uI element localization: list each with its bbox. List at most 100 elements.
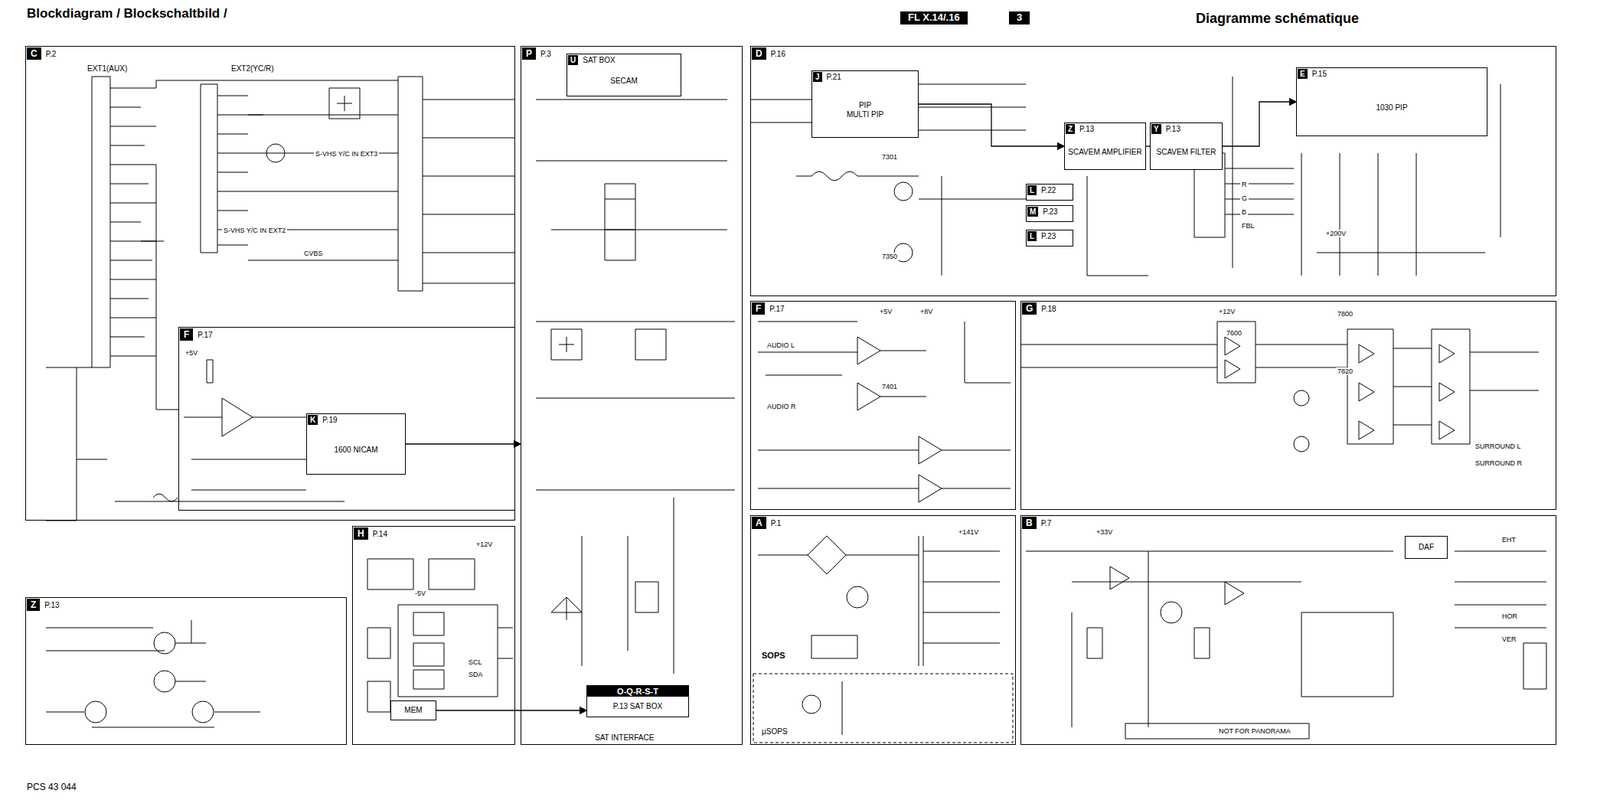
- signal-connector: [405, 443, 521, 445]
- signal-label: G: [1240, 194, 1249, 203]
- page-reference: P.23: [1041, 206, 1059, 217]
- wiring: [45, 76, 1547, 743]
- box-text: MEM: [404, 705, 422, 716]
- signal-label: S-VHS Y/C IN EXT3: [313, 150, 379, 158]
- section-badge: U: [568, 55, 578, 66]
- sheet-heading: Diagramme schématique: [1194, 10, 1361, 27]
- header-row: USAT BOX: [567, 54, 681, 66]
- interface-box: O-Q-R-S-TP.13 SAT BOX: [586, 685, 689, 718]
- box-text: SECAM: [610, 76, 638, 86]
- section-badge: A: [751, 516, 767, 529]
- page-reference: P.2: [44, 48, 59, 59]
- page-reference: P.18: [1039, 303, 1058, 314]
- section-badge: D: [751, 47, 767, 60]
- header-row: HP.14: [352, 526, 515, 541]
- transistor-symbol: [84, 701, 107, 723]
- box-body: DAF: [1415, 536, 1437, 559]
- section-badge: F: [751, 302, 765, 315]
- signal-label: SOPS: [760, 650, 787, 661]
- sops-dashed-outline: [753, 673, 1013, 743]
- module-box: KP.19 1600 NICAM: [306, 413, 406, 475]
- signal-connector: [436, 709, 587, 711]
- page-reference: P.7: [1039, 518, 1054, 529]
- signal-label: FBL: [1240, 222, 1257, 230]
- signal-label: -5V: [413, 589, 428, 598]
- module-box: MP.23: [1025, 205, 1074, 223]
- signal-label: 7820: [1335, 367, 1355, 376]
- box-body: SCAVEM FILTER: [1150, 134, 1222, 170]
- signal-label: AUDIO R: [765, 402, 798, 411]
- signal-label: SCL: [466, 658, 484, 667]
- section-badge: H: [353, 527, 369, 540]
- header-row: MP.23: [1026, 205, 1073, 218]
- transistor-symbol: [846, 586, 869, 608]
- signal-label: SURROUND R: [1473, 459, 1524, 467]
- signal-label: B: [1240, 208, 1248, 216]
- switch-matrix: [45, 76, 515, 521]
- amplifier-wiring: [757, 321, 1011, 503]
- transistor-symbol: [153, 670, 176, 693]
- transistor-symbol: [153, 632, 176, 654]
- transistor-symbol: [1293, 390, 1310, 406]
- section-panel: FP.17KP.19 1600 NICAM: [178, 326, 516, 511]
- page-reference: P.13: [42, 600, 61, 611]
- section-badge: E: [1297, 68, 1308, 79]
- page-reference: SAT BOX: [581, 55, 617, 66]
- signal-label: EXT1(AUX): [85, 64, 129, 74]
- signal-label: +5V: [878, 307, 894, 316]
- header-row: KP.19: [306, 414, 405, 426]
- header-row: EP.15: [1296, 68, 1487, 80]
- module-box: USAT BOX SECAM: [566, 53, 682, 97]
- section-panel: HP.14MEM: [352, 525, 516, 745]
- section-panel: GP.18: [1020, 300, 1557, 510]
- page-reference: P.17: [195, 329, 214, 340]
- deflection-wiring: [1025, 551, 1547, 739]
- signal-label: +141V: [956, 528, 980, 536]
- box-text: PIP: [858, 101, 872, 111]
- section-panel: BP.7DAF: [1020, 515, 1557, 745]
- page-reference: P.14: [371, 528, 389, 539]
- signal-label: VER: [1500, 635, 1519, 644]
- box-body: SECAM: [567, 65, 681, 96]
- page-reference: P.21: [825, 71, 843, 82]
- section-badge: L: [1027, 231, 1037, 242]
- signal-connector: [1222, 101, 1297, 147]
- header-row: FP.17: [179, 327, 515, 342]
- header-row: LP.23: [1026, 230, 1073, 242]
- signal-label: 7800: [1335, 310, 1355, 318]
- page-reference: P.13: [1077, 124, 1096, 134]
- module-box: EP.151030 PIP: [1296, 67, 1488, 137]
- signal-label: 7301: [880, 153, 899, 161]
- transistor-symbol: [894, 182, 913, 201]
- signal-label: EHT: [1500, 535, 1518, 544]
- transistor-symbol: [192, 701, 214, 723]
- connector-pins: [110, 88, 264, 356]
- section-badge: M: [1027, 206, 1039, 217]
- signal-label: +12V: [1217, 307, 1237, 316]
- module-box: JP.21PIPMULTI PIP: [811, 70, 919, 138]
- control-wiring: [367, 558, 513, 712]
- signal-label: EXT2(YC/R): [229, 64, 276, 74]
- signal-label: R: [1240, 180, 1249, 189]
- box-text: P.13 SAT BOX: [613, 702, 663, 712]
- sheet-badge: 3: [1008, 11, 1030, 25]
- box-body: 1600 NICAM: [306, 425, 405, 474]
- box-body: PIPMULTI PIP: [812, 82, 918, 138]
- signal-label: +12V: [474, 540, 494, 549]
- transistor-symbol: [1160, 601, 1183, 624]
- sheet-badge: FL X.14/.16: [900, 11, 968, 25]
- signal-label: S-VHS Y/C IN EXT2: [222, 226, 288, 235]
- page-reference: P.16: [769, 48, 787, 59]
- transistor-symbol: [1293, 436, 1310, 452]
- signal-label: +8V: [918, 307, 934, 316]
- box-text: 1600 NICAM: [333, 445, 378, 455]
- signal-connector: [918, 104, 1065, 147]
- header-row: CP.2: [26, 46, 515, 61]
- signal-label: +5V: [183, 349, 200, 357]
- signal-label: AUDIO L: [765, 341, 797, 350]
- page-reference: P.1: [769, 518, 784, 529]
- page-reference: P.22: [1039, 185, 1058, 196]
